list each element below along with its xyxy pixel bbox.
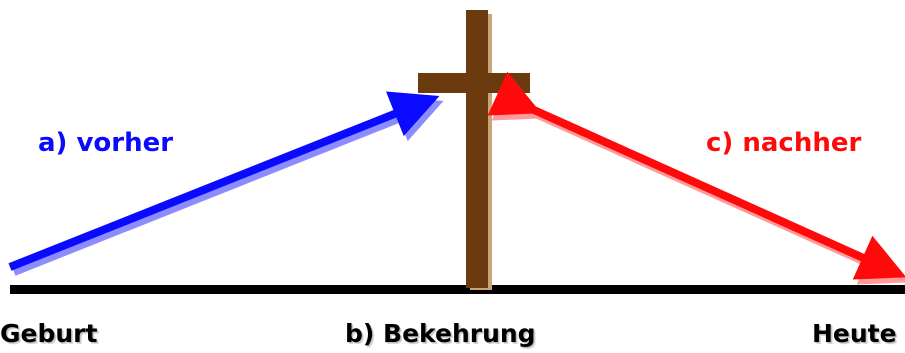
label-before: a) vorher [38,128,174,158]
label-today: Heute [812,319,897,348]
label-birth: Geburt [0,319,98,348]
label-after: c) nachher [706,128,862,158]
arrow-before [8,91,444,276]
label-conversion: b) Bekehrung [345,319,536,348]
arrow-after [487,71,905,285]
timeline-line [10,285,905,294]
cross-icon [418,10,530,290]
